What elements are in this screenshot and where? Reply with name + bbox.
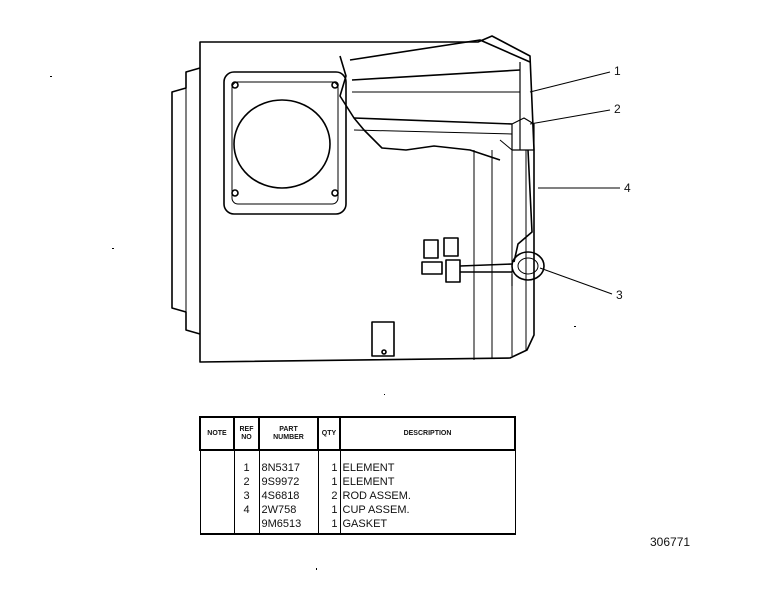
callout-3: 3 [616, 288, 623, 302]
latch-block [423, 239, 439, 259]
outer-element-band [351, 69, 521, 81]
description-cell: ELEMENT [339, 475, 516, 489]
table-row: 3 4S6818 2 ROD ASSEM. [199, 489, 516, 503]
part-cell: 2W758 [258, 503, 319, 517]
leader-line-3 [539, 267, 613, 295]
ref-cell: 2 [233, 475, 260, 489]
ref-cell: 3 [233, 489, 260, 503]
leader-line-2 [529, 109, 611, 125]
leader-line-1 [529, 71, 611, 93]
header-qty: QTY [317, 416, 341, 451]
description-cell: ELEMENT [339, 450, 516, 475]
note-cell [199, 517, 235, 535]
parts-table-header: NOTE REF NO PART NUMBER QTY DESCRIPTION [199, 416, 516, 451]
rear-housing-outline [171, 67, 201, 335]
header-note: NOTE [199, 416, 235, 451]
callout-1: 1 [614, 64, 621, 78]
inlet-opening [233, 99, 331, 189]
cup-rod [513, 149, 533, 263]
part-cell: 9S9972 [258, 475, 319, 489]
part-cell: 4S6818 [258, 489, 319, 503]
callout-4: 4 [624, 181, 631, 195]
illustration-reference-id: 306771 [650, 535, 691, 549]
drain-bracket [371, 321, 395, 357]
table-row: 2 9S9972 1 ELEMENT [199, 475, 516, 489]
part-cell: 9M6513 [258, 517, 319, 535]
qty-cell: 1 [317, 517, 341, 535]
outer-element-top [349, 39, 531, 63]
note-cell [199, 489, 235, 503]
description-cell: ROD ASSEM. [339, 489, 516, 503]
callout-2: 2 [614, 102, 621, 116]
latch-ring [511, 251, 545, 281]
ref-cell: 1 [233, 450, 260, 475]
note-cell [199, 503, 235, 517]
qty-cell: 1 [317, 503, 341, 517]
ref-cell [233, 517, 260, 535]
ref-cell: 4 [233, 503, 260, 517]
cutaway-edge [339, 55, 501, 161]
inner-element-band [353, 117, 513, 125]
header-ref-no: REF NO [233, 416, 260, 451]
table-row: 4 2W758 1 CUP ASSEM. [199, 503, 516, 517]
part-cell: 8N5317 [258, 450, 319, 475]
table-row: 1 8N5317 1 ELEMENT [199, 450, 516, 475]
description-cell: GASKET [339, 517, 516, 535]
qty-cell: 1 [317, 450, 341, 475]
note-cell [199, 450, 235, 475]
header-description: DESCRIPTION [339, 416, 516, 451]
inlet-flange [223, 71, 347, 215]
qty-cell: 2 [317, 489, 341, 503]
housing-outline [199, 35, 535, 363]
note-cell [199, 475, 235, 489]
qty-cell: 1 [317, 475, 341, 489]
header-part-number: PART NUMBER [258, 416, 319, 451]
parts-list-table: NOTE REF NO PART NUMBER QTY DESCRIPTION … [199, 416, 516, 535]
description-cell: CUP ASSEM. [339, 503, 516, 517]
table-row: 9M6513 1 GASKET [199, 517, 516, 535]
